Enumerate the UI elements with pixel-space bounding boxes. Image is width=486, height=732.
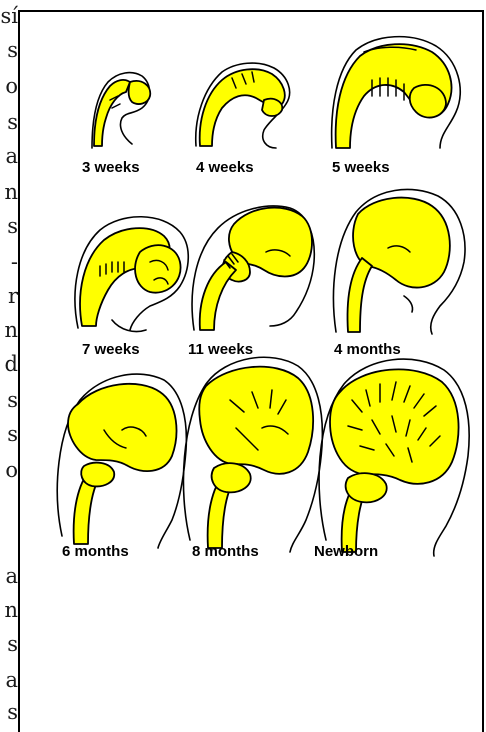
stage-6-months-illustration [57,374,186,548]
stage-7-weeks-illustration [75,217,188,332]
stage-label-7-weeks: 7 weeks [82,341,140,358]
stage-label-3-weeks: 3 weeks [82,159,140,176]
stage-3-weeks-illustration [92,73,150,148]
stage-8-months-illustration [183,357,322,552]
stage-11-weeks-illustration [192,206,314,330]
stage-4-weeks-illustration [196,63,290,148]
stage-label-4-months: 4 months [334,341,401,358]
stage-5-weeks-illustration [332,37,461,148]
stage-label-5-weeks: 5 weeks [332,159,390,176]
stage-newborn-illustration [319,359,469,556]
stage-label-6-months: 6 months [62,543,129,560]
stage-label-11-weeks: 11 weeks [188,341,253,358]
stage-label-newborn: Newborn [314,543,378,560]
stage-label-8-months: 8 months [192,543,259,560]
stage-label-4-weeks: 4 weeks [196,159,254,176]
stage-4-months-illustration [333,189,465,334]
